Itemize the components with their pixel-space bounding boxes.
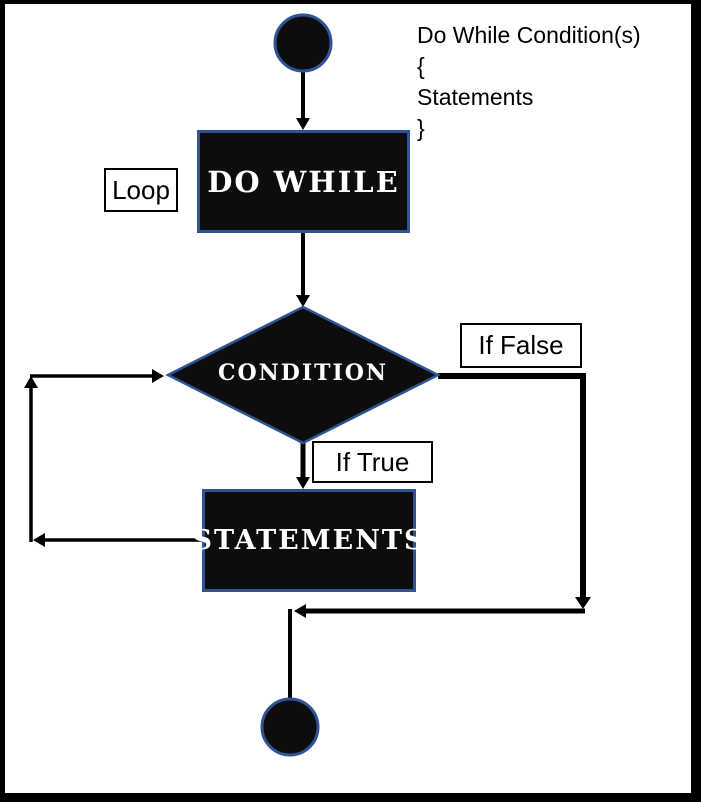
edge-loopback-to-condition: [30, 369, 164, 383]
if-false-label-box: If False: [460, 323, 582, 368]
edge-loopback-up: [24, 376, 38, 542]
code-note-line: {: [417, 53, 425, 79]
code-note: Do While Condition(s) { Statements }: [417, 20, 641, 144]
code-note-line: Statements: [417, 84, 534, 110]
if-false-label: If False: [478, 330, 564, 360]
if-true-label: If True: [335, 446, 410, 477]
if-true-label-box: If True: [312, 441, 433, 483]
condition-label: CONDITION: [217, 360, 389, 386]
do-while-node: DO WHILE: [197, 130, 410, 233]
code-note-line: Do While Condition(s): [417, 22, 641, 48]
edge-if-false-to-junction: [294, 604, 585, 618]
code-note-line: }: [417, 115, 425, 141]
statements-label: STATEMENTS: [192, 525, 426, 556]
condition-diamond: [165, 305, 441, 445]
edge-statements-loopback-left: [33, 533, 202, 547]
start-node: [273, 13, 333, 73]
statements-node: STATEMENTS: [193, 489, 424, 592]
edge-start-to-dowhile: [296, 70, 310, 130]
loop-label-box: Loop: [104, 168, 178, 212]
end-node: [260, 697, 320, 757]
edge-condition-if-false: [438, 373, 591, 609]
loop-label: Loop: [112, 174, 170, 205]
do-while-label: DO WHILE: [207, 164, 400, 199]
edge-condition-to-statements: [296, 443, 310, 489]
edge-dowhile-to-condition: [296, 233, 310, 307]
